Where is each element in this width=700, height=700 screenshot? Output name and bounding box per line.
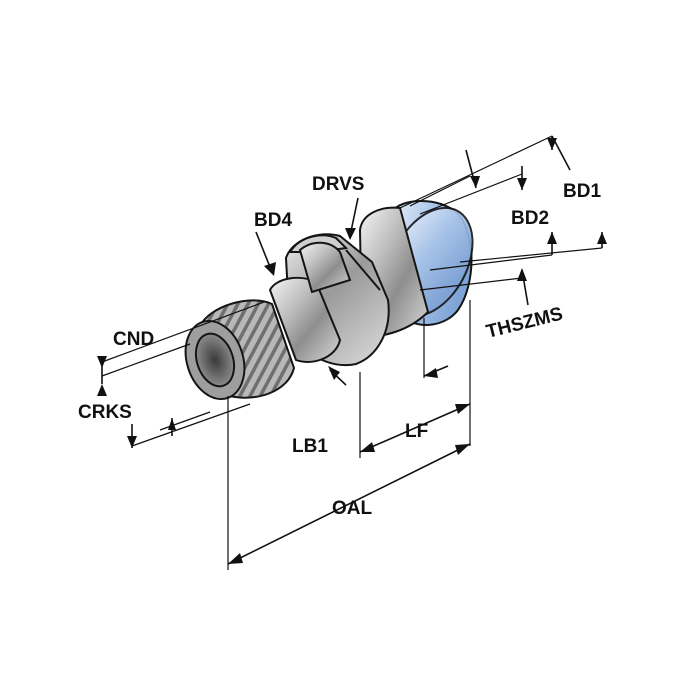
shank <box>268 241 352 363</box>
lf-arrow-left <box>360 442 375 452</box>
ext-line-bd1-bottom <box>459 247 603 263</box>
label-oal: OAL <box>332 498 373 519</box>
thszms-arrow <box>517 268 527 281</box>
cnd-arrow-low <box>97 384 107 396</box>
label-bd1: BD1 <box>563 181 601 202</box>
dimension-lines <box>97 135 607 570</box>
lf-dim-line <box>359 403 471 453</box>
ext-line-crown <box>409 175 471 207</box>
crks-ext-bottom <box>131 403 251 447</box>
drvs-arrow <box>345 228 356 240</box>
crks-arrow <box>127 436 137 448</box>
ext-line-bd1-top <box>399 135 553 209</box>
label-drvs: DRVS <box>312 174 364 195</box>
bd1-arrow-bottom <box>597 232 607 244</box>
bd4-lower-arrow <box>328 366 340 380</box>
cnd-ext-top <box>101 301 265 363</box>
pull-stud-body <box>184 200 474 401</box>
lf-inner-arrow <box>424 368 438 378</box>
label-bd2: BD2 <box>511 208 549 229</box>
ext-line-thszms <box>419 277 523 291</box>
bd2-arrow-top <box>517 178 527 190</box>
label-lf: LF <box>405 421 428 442</box>
oal-arrow-left <box>228 553 243 564</box>
cnd-ext-bottom <box>101 343 191 377</box>
label-cnd: CND <box>113 329 154 350</box>
ext-line-bd2-top <box>419 173 523 215</box>
oal-dim-line <box>227 443 471 565</box>
thread <box>184 299 296 401</box>
bd2-arrow-bottom <box>547 232 557 244</box>
label-lb1: LB1 <box>292 436 328 457</box>
ext-line-bd2-bottom <box>429 254 553 271</box>
label-bd4: BD4 <box>254 210 292 231</box>
lf-arrow-right <box>455 404 470 414</box>
label-crks: CRKS <box>78 402 132 423</box>
crown-arrow <box>470 176 480 188</box>
bd1-leader <box>551 135 571 171</box>
bd4-arrow <box>264 262 276 276</box>
crks-ext-top <box>159 411 211 431</box>
label-thszms: THSZMS <box>484 304 565 343</box>
oal-arrow-right <box>455 444 470 455</box>
